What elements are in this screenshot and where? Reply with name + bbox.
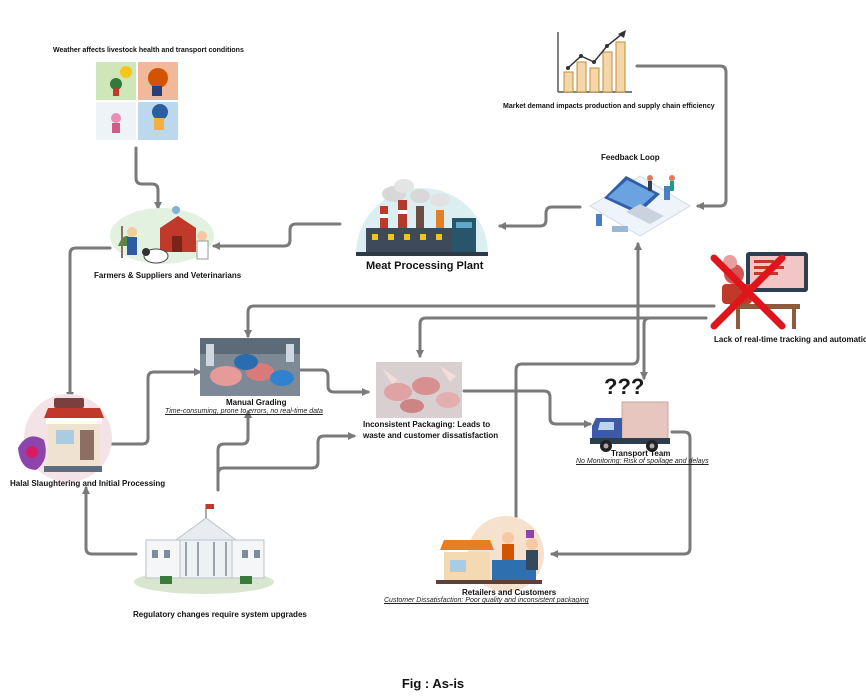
lack-of-tracking-image: [710, 252, 808, 330]
regulatory-building-image: [134, 504, 274, 594]
retailers-customers-note: Customer Dissatisfaction: Poor quality a…: [384, 597, 589, 604]
arrow-packaging-to-transport: [462, 389, 592, 428]
arrow-transport-to-retailers: [550, 430, 692, 558]
lack-of-tracking-label: Lack of real-time tracking and automatio…: [714, 335, 866, 344]
packaging-image: [376, 362, 462, 418]
manual-grading-label: Manual Grading: [226, 398, 287, 407]
arrow-grading-to-packaging: [298, 368, 370, 396]
arrow-feedback-to-plant: [498, 205, 582, 230]
transport-team-label: Transport Team: [611, 449, 671, 458]
arrow-market-to-feedback: [635, 64, 728, 210]
arrow-regulatory-to-grading: [216, 410, 252, 490]
transport-question-marks: ???: [604, 374, 645, 399]
manual-grading-image: [200, 338, 300, 396]
packaging-label-line2: waste and customer dissatisfaction: [363, 431, 499, 440]
farmers-suppliers-label: Farmers & Suppliers and Veterinarians: [94, 271, 242, 280]
halal-shop-image: [18, 394, 112, 482]
arrow-halal-to-grading: [104, 368, 202, 446]
arrow-regulatory-to-packaging: [216, 432, 356, 492]
arrow-weather-to-farmers: [134, 146, 162, 210]
transport-team-note: No Monitoring: Risk of spoilage and dela…: [576, 458, 709, 465]
figure-caption: Fig : As-is: [401, 676, 465, 691]
meat-processing-plant-image: [356, 179, 488, 256]
weather-seasons-image: [96, 62, 178, 140]
halal-slaughtering-label: Halal Slaughtering and Initial Processin…: [10, 479, 166, 488]
arrow-lack-to-grading: [244, 304, 716, 338]
arrow-regulatory-to-halal: [82, 486, 138, 556]
feedback-loop-label: Feedback Loop: [601, 153, 660, 162]
feedback-loop-image: [589, 175, 691, 237]
manual-grading-note: Time-consuming, prone to errors, no real…: [165, 408, 323, 415]
retailers-customers-label: Retailers and Customers: [462, 588, 557, 597]
farmers-suppliers-image: [110, 206, 214, 264]
connector-arrows: [66, 64, 728, 558]
meat-processing-plant-label: Meat Processing Plant: [366, 260, 484, 272]
weather-label: Weather affects livestock health and tra…: [53, 47, 244, 54]
arrow-plant-to-farmers: [212, 222, 342, 250]
market-growth-chart-image: [557, 30, 632, 93]
regulatory-label: Regulatory changes require system upgrad…: [133, 610, 307, 619]
arrow-lack-to-transport: [640, 316, 708, 380]
transport-truck-image: [590, 401, 670, 452]
retailers-image: [436, 516, 544, 592]
arrow-retailers-to-feedback: [514, 242, 642, 522]
packaging-label-line1: Inconsistent Packaging: Leads to: [363, 420, 491, 429]
market-label: Market demand impacts production and sup…: [503, 103, 715, 110]
arrow-farmers-to-halal: [66, 246, 112, 400]
arrow-lack-to-packaging: [416, 316, 708, 358]
